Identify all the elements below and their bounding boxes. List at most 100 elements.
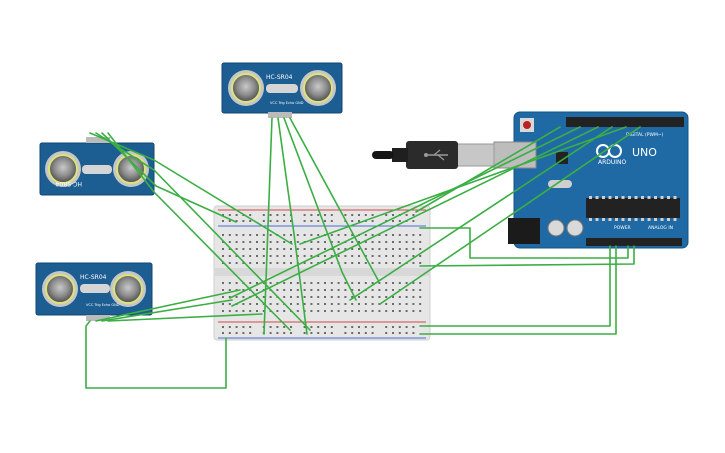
breadboard-hole xyxy=(262,234,265,236)
breadboard xyxy=(213,205,431,341)
breadboard-hole xyxy=(256,262,258,264)
breadboard-hole xyxy=(276,326,279,328)
breadboard-hole xyxy=(235,214,238,216)
breadboard-hole xyxy=(344,262,347,264)
breadboard-hole xyxy=(242,289,245,291)
breadboard-hole xyxy=(378,289,381,291)
breadboard-hole xyxy=(296,282,299,284)
breadboard-hole xyxy=(283,282,286,284)
wire xyxy=(349,126,613,301)
breadboard-hole xyxy=(385,255,388,257)
breadboard-hole xyxy=(222,248,224,250)
ultrasonic-sensor-left-bottom: HC-SR04 VCC Trig Echo GND xyxy=(35,262,153,321)
breadboard-hole xyxy=(351,303,354,305)
wire xyxy=(419,245,611,327)
breadboard-hole xyxy=(269,326,272,328)
breadboard-hole xyxy=(317,282,320,284)
breadboard-hole xyxy=(405,248,408,250)
breadboard-hole xyxy=(228,248,231,250)
breadboard-hole xyxy=(419,310,422,312)
wires xyxy=(85,117,641,389)
breadboard-hole xyxy=(303,296,306,298)
chip-pin xyxy=(602,196,605,199)
transducer-icon xyxy=(116,154,146,184)
breadboard-hole xyxy=(344,214,347,216)
breadboard-hole xyxy=(276,220,279,222)
breadboard-hole xyxy=(228,332,231,334)
breadboard-hole xyxy=(310,262,313,264)
chip-pin xyxy=(641,218,644,221)
breadboard-hole xyxy=(358,332,360,334)
chip-pin xyxy=(621,196,625,199)
breadboard-hole xyxy=(310,332,313,334)
wire xyxy=(277,117,308,335)
breadboard-hole xyxy=(398,255,401,257)
wire xyxy=(231,126,599,307)
breadboard-hole xyxy=(303,326,306,328)
breadboard-hole xyxy=(303,332,306,334)
breadboard-hole xyxy=(262,214,265,216)
breadboard-hole xyxy=(385,214,388,216)
breadboard-hole xyxy=(337,241,340,243)
breadboard-hole xyxy=(242,332,245,334)
breadboard-hole xyxy=(398,310,401,312)
breadboard-hole xyxy=(242,310,245,312)
breadboard-hole xyxy=(412,234,415,236)
breadboard-hole xyxy=(290,234,292,236)
breadboard-hole xyxy=(392,241,394,243)
breadboard-hole xyxy=(276,332,279,334)
breadboard-hole xyxy=(371,255,374,257)
wire xyxy=(419,245,617,335)
breadboard-hole xyxy=(385,310,388,312)
breadboard-hole xyxy=(262,220,265,222)
power-analog-header xyxy=(586,238,682,246)
breadboard-hole xyxy=(262,241,265,243)
chip-pin xyxy=(608,196,612,199)
breadboard-hole xyxy=(330,241,333,243)
breadboard-hole xyxy=(419,241,422,243)
transducer-icon xyxy=(231,73,261,103)
breadboard-hole xyxy=(378,282,381,284)
breadboard-hole xyxy=(283,310,286,312)
breadboard-hole xyxy=(303,282,306,284)
breadboard-hole xyxy=(310,255,313,257)
breadboard-hole xyxy=(385,303,388,305)
breadboard-hole xyxy=(405,303,408,305)
breadboard-hole xyxy=(405,234,408,236)
breadboard-hole xyxy=(330,296,333,298)
chip-pin xyxy=(654,196,657,199)
breadboard-hole xyxy=(330,326,333,328)
breadboard-hole xyxy=(228,255,231,257)
breadboard-hole xyxy=(249,220,252,222)
breadboard-hole xyxy=(317,332,320,334)
breadboard-hole xyxy=(337,310,340,312)
wire xyxy=(95,289,241,322)
breadboard-hole xyxy=(398,248,401,250)
breadboard-hole xyxy=(290,220,292,222)
breadboard-hole xyxy=(358,241,360,243)
breadboard-hole xyxy=(290,241,292,243)
breadboard-hole xyxy=(392,248,394,250)
breadboard-hole xyxy=(262,255,265,257)
breadboard-hole xyxy=(330,303,333,305)
breadboard-hole xyxy=(337,282,340,284)
breadboard-hole xyxy=(371,241,374,243)
arduino-model: UNO xyxy=(632,146,657,159)
breadboard-hole xyxy=(358,296,360,298)
breadboard-hole xyxy=(358,303,360,305)
breadboard-hole xyxy=(337,248,340,250)
breadboard-hole xyxy=(398,326,401,328)
breadboard-hole xyxy=(269,255,272,257)
breadboard-hole xyxy=(296,289,299,291)
breadboard-hole xyxy=(256,282,258,284)
capacitor-icon xyxy=(566,219,584,237)
breadboard-hole xyxy=(358,248,360,250)
sensor-label: HC-SR04 xyxy=(80,274,107,281)
breadboard-hole xyxy=(222,282,224,284)
breadboard-hole xyxy=(296,248,299,250)
breadboard-hole xyxy=(303,248,306,250)
breadboard-hole xyxy=(351,220,354,222)
breadboard-hole xyxy=(385,296,388,298)
breadboard-hole xyxy=(269,241,272,243)
breadboard-hole xyxy=(358,326,360,328)
